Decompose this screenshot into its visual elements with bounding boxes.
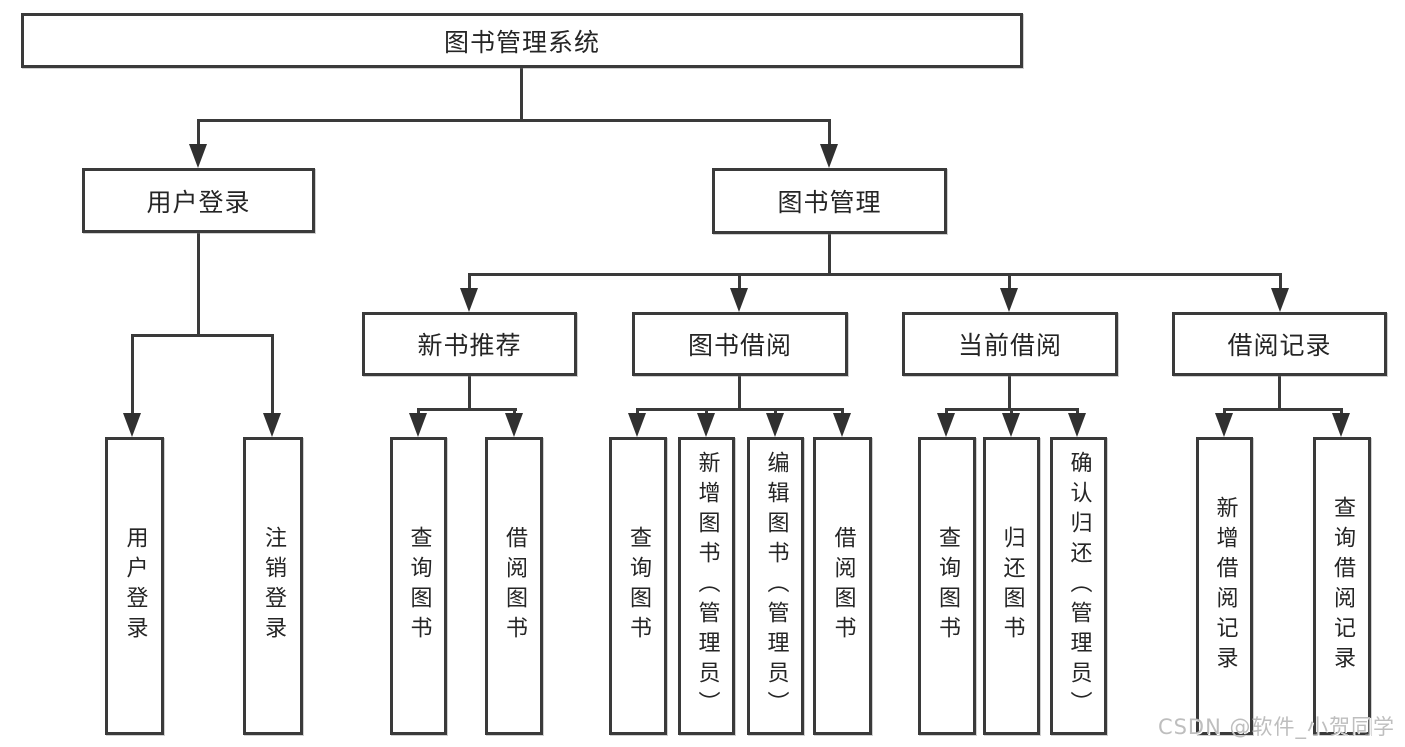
node-label-leaf-query-record: 查询借阅记录 [1330, 496, 1355, 676]
node-book-borrow: 图书借阅 [632, 312, 848, 376]
arrowhead-down-icon [1002, 413, 1020, 437]
node-leaf-borrow-book-1: 借阅图书 [485, 437, 543, 735]
node-leaf-user-login: 用户登录 [105, 437, 164, 735]
arrowhead-down-icon [263, 413, 281, 437]
node-leaf-query-book-1: 查询图书 [390, 437, 447, 735]
connector-hline [1223, 408, 1343, 411]
connector-vline [468, 376, 471, 409]
connector-vline [468, 275, 471, 295]
arrowhead-down-icon [1068, 413, 1086, 437]
arrowhead-down-icon [766, 413, 784, 437]
node-user-login: 用户登录 [82, 168, 315, 233]
node-leaf-confirm-return: 确认归还（管理员） [1050, 437, 1107, 735]
node-label-leaf-edit-book: 编辑图书（管理员） [763, 451, 789, 721]
connector-vline [828, 121, 831, 149]
connector-hline [417, 408, 517, 411]
node-label-current-borrow: 当前借阅 [957, 331, 1062, 360]
arrowhead-down-icon [460, 288, 478, 312]
node-label-leaf-query-book-1: 查询图书 [406, 526, 432, 646]
connector-vline [1008, 275, 1011, 295]
arrowhead-down-icon [505, 413, 523, 437]
node-label-leaf-add-book: 新增图书（管理员） [694, 451, 720, 721]
connector-vline [1278, 376, 1281, 409]
node-leaf-query-book-3: 查询图书 [918, 437, 976, 735]
arrowhead-down-icon [409, 413, 427, 437]
arrowhead-down-icon [820, 144, 838, 168]
node-leaf-edit-book: 编辑图书（管理员） [747, 437, 804, 735]
node-label-leaf-query-book-3: 查询图书 [935, 526, 960, 646]
node-book-mgmt: 图书管理 [712, 168, 947, 234]
node-new-book-rec: 新书推荐 [362, 312, 577, 376]
node-root: 图书管理系统 [21, 13, 1023, 68]
node-current-borrow: 当前借阅 [902, 312, 1118, 376]
connector-vline [1279, 275, 1282, 295]
node-leaf-borrow-book-2: 借阅图书 [813, 437, 872, 735]
watermark: CSDN @软件_小贺同学 [1157, 715, 1395, 739]
node-label-leaf-return-book: 归还图书 [999, 526, 1025, 646]
connector-hline [131, 334, 274, 337]
arrowhead-down-icon [833, 413, 851, 437]
connector-vline [131, 336, 134, 416]
connector-vline [738, 376, 741, 409]
connector-hline [468, 273, 1282, 276]
node-label-leaf-logout: 注销登录 [261, 526, 286, 646]
node-label-leaf-user-login: 用户登录 [122, 526, 148, 646]
arrowhead-down-icon [1332, 413, 1350, 437]
connector-vline [271, 336, 274, 416]
arrowhead-down-icon [937, 413, 955, 437]
node-label-leaf-query-book-2: 查询图书 [626, 526, 651, 646]
node-leaf-logout: 注销登录 [243, 437, 303, 735]
node-label-borrow-records: 借阅记录 [1227, 331, 1332, 360]
node-label-new-book-rec: 新书推荐 [417, 331, 522, 360]
connector-vline [1008, 376, 1011, 409]
node-label-leaf-borrow-book-1: 借阅图书 [502, 526, 527, 646]
node-leaf-return-book: 归还图书 [983, 437, 1040, 735]
node-leaf-add-book: 新增图书（管理员） [678, 437, 735, 735]
node-label-leaf-confirm-return: 确认归还（管理员） [1066, 451, 1092, 721]
arrowhead-down-icon [1215, 413, 1233, 437]
arrowhead-down-icon [628, 413, 646, 437]
connector-vline [197, 233, 200, 335]
node-leaf-query-record: 查询借阅记录 [1313, 437, 1371, 735]
arrowhead-down-icon [189, 144, 207, 168]
arrowhead-down-icon [1000, 288, 1018, 312]
node-label-user-login: 用户登录 [146, 187, 251, 217]
connector-vline [828, 234, 831, 274]
node-borrow-records: 借阅记录 [1172, 312, 1387, 376]
node-label-book-mgmt: 图书管理 [777, 188, 882, 217]
arrowhead-down-icon [123, 413, 141, 437]
connector-hline [636, 408, 844, 411]
arrowhead-down-icon [730, 288, 748, 312]
connector-vline [197, 121, 200, 149]
connector-hline [197, 119, 831, 122]
connector-hline [945, 408, 1079, 411]
connector-vline [738, 275, 741, 295]
connector-vline [520, 68, 523, 121]
node-label-book-borrow: 图书借阅 [687, 331, 792, 360]
node-leaf-add-record: 新增借阅记录 [1196, 437, 1253, 735]
arrowhead-down-icon [697, 413, 715, 437]
node-label-leaf-add-record: 新增借阅记录 [1212, 496, 1238, 676]
arrowhead-down-icon [1271, 288, 1289, 312]
node-label-leaf-borrow-book-2: 借阅图书 [830, 526, 856, 646]
node-leaf-query-book-2: 查询图书 [609, 437, 667, 735]
node-label-root: 图书管理系统 [443, 27, 600, 57]
